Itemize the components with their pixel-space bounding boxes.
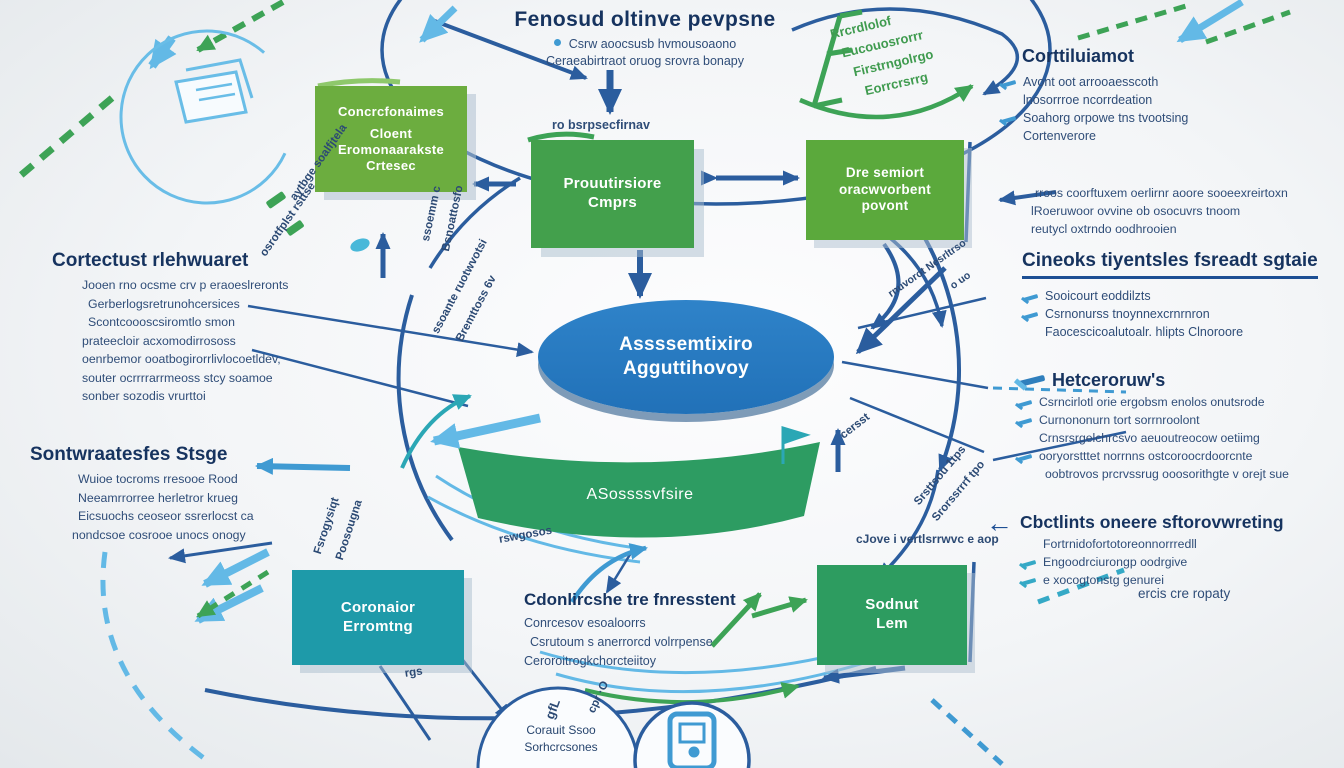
- top-ellipse-line1: Csrw aoocsusb hvmousoaono: [430, 37, 860, 51]
- right-block-5-heading: Cbctlints oneere sftorovwreting: [1020, 512, 1284, 532]
- product-box: Sodnut Lem: [817, 565, 967, 665]
- right-block-1-heading: Corttiluiamot: [1022, 46, 1134, 66]
- bullet-dot-icon: [553, 39, 561, 46]
- bottom-circle-label: Corauit Ssoo Sorhcrcsones: [524, 723, 598, 754]
- double-check-icon: [1016, 373, 1048, 391]
- check-icon: [1022, 292, 1039, 304]
- questionnaires-box: Concrcfonaimes Cloent Eromonaarakste Crt…: [315, 86, 467, 192]
- banner-ribbon: [458, 442, 820, 538]
- bottom-block: Cdonlircshe tre fnresstent Conrcesov eso…: [524, 590, 804, 671]
- left-block-network: Cortectust rlehwuaret Jooen rno ocsme cr…: [52, 250, 332, 406]
- check-icon: [1000, 114, 1017, 126]
- left-arrow-icon: ←: [986, 507, 1013, 538]
- bottom-text-circle: [476, 686, 640, 768]
- check-icon: [1020, 558, 1037, 570]
- right-block-4: Hetceroruw's Csrncirlotl orie ergobsm en…: [1016, 370, 1344, 485]
- right-block-3: Cineoks tiyentsles fsreadt sgtaie Sooico…: [1022, 250, 1318, 339]
- top-ellipse-label: Fenosud oltinve pevpsne Csrw aoocsusb hv…: [430, 8, 860, 68]
- bottom-block-heading: Cdonlircshe tre fnresstent: [524, 590, 736, 609]
- check-icon: [1020, 576, 1037, 588]
- left-block-stage-heading: Sontwraatesfes Stsge: [30, 444, 228, 465]
- right-footnote: ercis cre ropaty: [1138, 586, 1231, 601]
- top-ellipse-title: Fenosud oltinve pevpsne: [514, 8, 776, 31]
- document-sketch-icon: [119, 29, 295, 205]
- green-bracket-icon: [811, 9, 863, 109]
- check-icon: [1016, 452, 1033, 464]
- check-icon: [1022, 310, 1039, 322]
- flag-icon: [781, 425, 811, 464]
- check-icon: [1016, 416, 1033, 428]
- right-block-3-heading: Cineoks tiyentsles fsreadt sgtaie: [1022, 250, 1318, 279]
- center-ellipse: Assssemtixiro Agguttihovoy: [538, 300, 834, 414]
- top-ellipse-line2: Ceraeabirtraot oruog srovra bonapy: [545, 54, 745, 68]
- annotation: rgs: [404, 665, 424, 680]
- right-block-4-heading: Hetceroruw's: [1052, 370, 1166, 390]
- left-block-stage: Sontwraatesfes Stsge Wuioe tocroms rreso…: [30, 444, 310, 544]
- banner-label: ASossssvfsire: [586, 486, 694, 503]
- practitioners-note: ro bsrpsecfirnav: [552, 118, 650, 132]
- annotation: cJove i vertlsrrwvc e aop: [856, 532, 999, 546]
- right-block-2: rroos coorftuxem oerlirnr aoore sooeexre…: [1031, 186, 1288, 236]
- check-icon: [1016, 398, 1033, 410]
- right-block-1: Corttiluiamot Avont oot arrooaesscoth ln…: [1000, 46, 1320, 147]
- practitioners-box: Prouutirsiore Cmprs: [531, 140, 694, 248]
- right-block-5: ←Cbctlints oneere sftorovwreting Fortrni…: [986, 507, 1284, 588]
- confetti-dashes: [266, 191, 370, 252]
- connector-arrows: [17, 0, 1291, 767]
- check-icon: [1000, 78, 1017, 90]
- clipboard-circle-icon: [633, 701, 751, 768]
- consumer-box: Coronaior Erromtng: [292, 570, 464, 665]
- left-block-network-heading: Cortectust rlehwuaret: [52, 250, 249, 271]
- development-point-box: Dre semiort oracwvorbent povont: [806, 140, 964, 240]
